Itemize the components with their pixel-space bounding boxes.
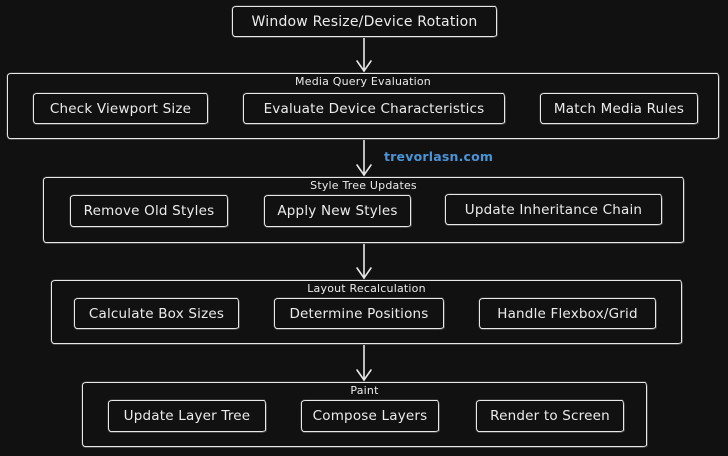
node-label: Evaluate Device Characteristics (263, 100, 485, 117)
group-style-tree-updates: Style Tree Updates Remove Old Styles App… (43, 177, 684, 243)
group-layout-recalculation: Layout Recalculation Calculate Box Sizes… (51, 280, 682, 344)
node-label: Update Inheritance Chain (464, 201, 643, 218)
group-label: Paint (350, 384, 379, 397)
arrow-down-icon (355, 38, 373, 73)
arrow-down-icon (355, 345, 373, 382)
node-remove-old-styles: Remove Old Styles (70, 195, 228, 227)
node-label: Update Layer Tree (123, 408, 251, 424)
node-evaluate-device-characteristics: Evaluate Device Characteristics (243, 93, 505, 124)
node-label: Match Media Rules (553, 100, 685, 117)
arrow-down-icon (355, 140, 373, 177)
group-media-query-evaluation: Media Query Evaluation Check Viewport Si… (7, 73, 719, 139)
node-label: Calculate Box Sizes (88, 305, 225, 322)
group-paint: Paint Update Layer Tree Compose Layers R… (82, 382, 647, 447)
node-label: Remove Old Styles (83, 203, 215, 219)
node-update-layer-tree: Update Layer Tree (108, 400, 266, 432)
node-apply-new-styles: Apply New Styles (264, 195, 411, 227)
node-check-viewport-size: Check Viewport Size (33, 93, 208, 124)
node-match-media-rules: Match Media Rules (540, 93, 698, 124)
node-update-inheritance-chain: Update Inheritance Chain (445, 194, 662, 225)
node-label: Render to Screen (490, 408, 610, 424)
node-window-resize: Window Resize/Device Rotation (232, 6, 497, 37)
group-label: Layout Recalculation (307, 282, 426, 295)
group-label: Media Query Evaluation (295, 75, 431, 88)
node-handle-flexbox-grid: Handle Flexbox/Grid (479, 298, 656, 329)
node-label: Window Resize/Device Rotation (251, 13, 478, 30)
node-label: Apply New Styles (277, 203, 398, 219)
node-determine-positions: Determine Positions (274, 298, 444, 329)
node-label: Handle Flexbox/Grid (497, 305, 638, 322)
arrow-down-icon (355, 244, 373, 280)
watermark-link: trevorlasn.com (384, 149, 494, 164)
node-label: Determine Positions (289, 305, 429, 322)
node-label: Check Viewport Size (49, 100, 192, 117)
node-calculate-box-sizes: Calculate Box Sizes (74, 298, 239, 329)
node-render-to-screen: Render to Screen (476, 400, 624, 432)
node-compose-layers: Compose Layers (301, 400, 439, 432)
node-label: Compose Layers (312, 408, 428, 424)
group-label: Style Tree Updates (310, 179, 417, 192)
